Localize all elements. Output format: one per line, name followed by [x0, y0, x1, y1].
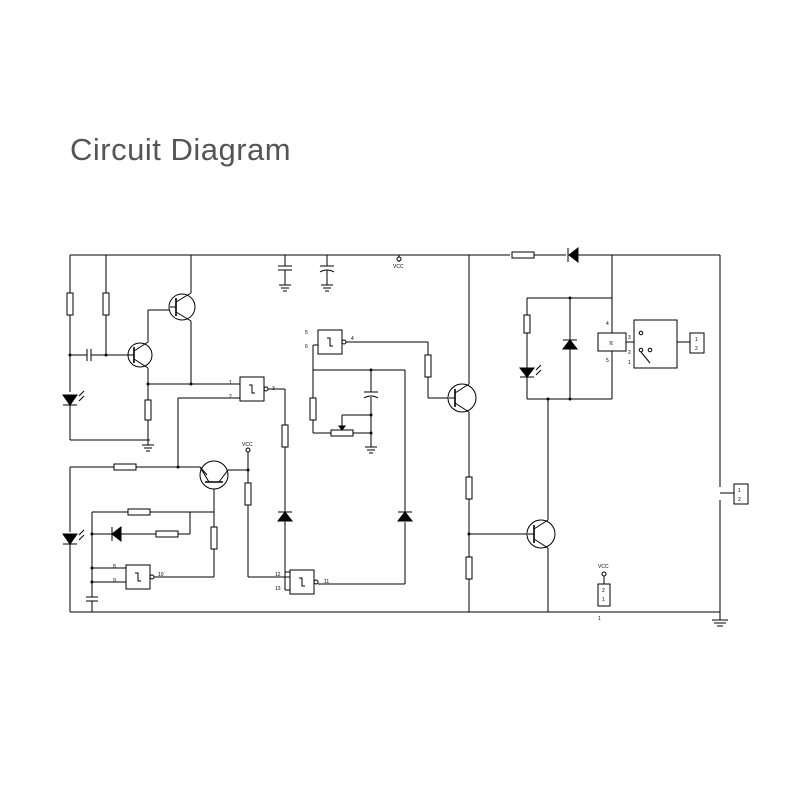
gate2-pin-4: 4 — [351, 336, 354, 342]
vcc-label: VCC — [598, 564, 609, 570]
connector-icon: 1 2 — [689, 332, 705, 354]
capacitor-icon — [86, 349, 92, 361]
ground-icon — [279, 284, 291, 292]
diode-icon — [561, 339, 579, 350]
resistor-icon — [127, 508, 151, 516]
resistor-icon — [465, 556, 473, 580]
power-rail — [69, 254, 721, 612]
ground-icon — [321, 284, 333, 292]
logic-gate-icon — [317, 329, 347, 355]
gate3-pin-10: 10 — [158, 572, 164, 578]
relay-pin-4: 4 — [606, 321, 609, 327]
gate2-pin-6: 6 — [305, 344, 308, 350]
resistor-icon — [210, 526, 218, 550]
npn-transistor-icon — [199, 460, 229, 490]
resistor-icon — [309, 397, 317, 421]
potentiometer-icon — [330, 415, 354, 437]
connector-pin-1: 1 — [738, 488, 741, 494]
resistor-icon — [465, 476, 473, 500]
npn-transistor-icon — [526, 519, 556, 549]
page-title: Circuit Diagram — [70, 132, 292, 167]
led-icon — [62, 390, 85, 406]
relay-pin-1: 1 — [628, 360, 631, 366]
gate4-pin-12: 12 — [275, 572, 281, 578]
logic-gate-icon — [239, 376, 269, 402]
ground-icon — [142, 444, 154, 452]
resistor-icon — [144, 399, 152, 421]
gate1-pin-1: 1 — [229, 380, 232, 386]
vcc-label: VCC — [242, 442, 253, 448]
diode-icon — [396, 511, 414, 522]
connector-icon: 2 1 — [597, 583, 611, 607]
resistor-icon — [424, 354, 432, 378]
logic-gate-icon — [125, 564, 155, 590]
connector-pin-1: 1 — [602, 597, 605, 603]
connector-pin-2: 2 — [738, 497, 741, 503]
logic-gate-icon — [289, 569, 319, 595]
connector-pin-1: 1 — [598, 616, 601, 622]
vcc-label: VCC — [393, 264, 404, 270]
resistor-icon — [155, 530, 179, 538]
connector-pin-2: 2 — [695, 346, 698, 352]
ground-icon — [712, 619, 728, 627]
connector-icon: 1 2 — [733, 483, 749, 505]
gate2-pin-5: 5 — [305, 330, 308, 336]
resistor-icon — [523, 314, 531, 334]
ground-icon — [365, 446, 377, 454]
npn-transistor-icon — [447, 383, 477, 413]
diode-icon — [567, 246, 579, 264]
led-icon — [518, 364, 542, 378]
resistor-icon — [102, 292, 110, 316]
resistor-icon — [244, 482, 252, 506]
capacitor-icon — [86, 596, 98, 602]
resistor-icon — [113, 463, 137, 471]
gate4-pin-13: 13 — [275, 586, 281, 592]
relay-pin-2: 2 — [628, 350, 631, 356]
relay-icon: π — [597, 319, 690, 369]
npn-transistor-icon — [168, 292, 196, 322]
led-icon — [62, 529, 85, 545]
relay-pin-3: 3 — [628, 335, 631, 341]
gate4-pin-11: 11 — [324, 579, 329, 585]
npn-transistor-icon — [127, 341, 153, 369]
relay-pin-5: 5 — [606, 358, 609, 364]
diode-icon — [111, 525, 122, 543]
resistor-icon — [281, 424, 289, 448]
vcc-terminal: VCC — [393, 255, 404, 270]
capacitor-icon — [278, 265, 292, 271]
gate3-pin-8: 8 — [113, 564, 116, 570]
diode-icon — [276, 511, 294, 522]
capacitor-icon — [363, 391, 379, 399]
resistor-icon — [511, 251, 535, 259]
gate3-pin-9: 9 — [113, 578, 116, 584]
relay-mark: π — [609, 341, 613, 347]
connector-pin-2: 2 — [602, 588, 605, 594]
connector-pin-1: 1 — [695, 337, 698, 343]
vcc-terminal: VCC — [598, 564, 609, 577]
resistor-icon — [66, 292, 74, 316]
vcc-terminal: VCC — [242, 442, 253, 453]
gate1-pin-2: 2 — [229, 394, 232, 400]
